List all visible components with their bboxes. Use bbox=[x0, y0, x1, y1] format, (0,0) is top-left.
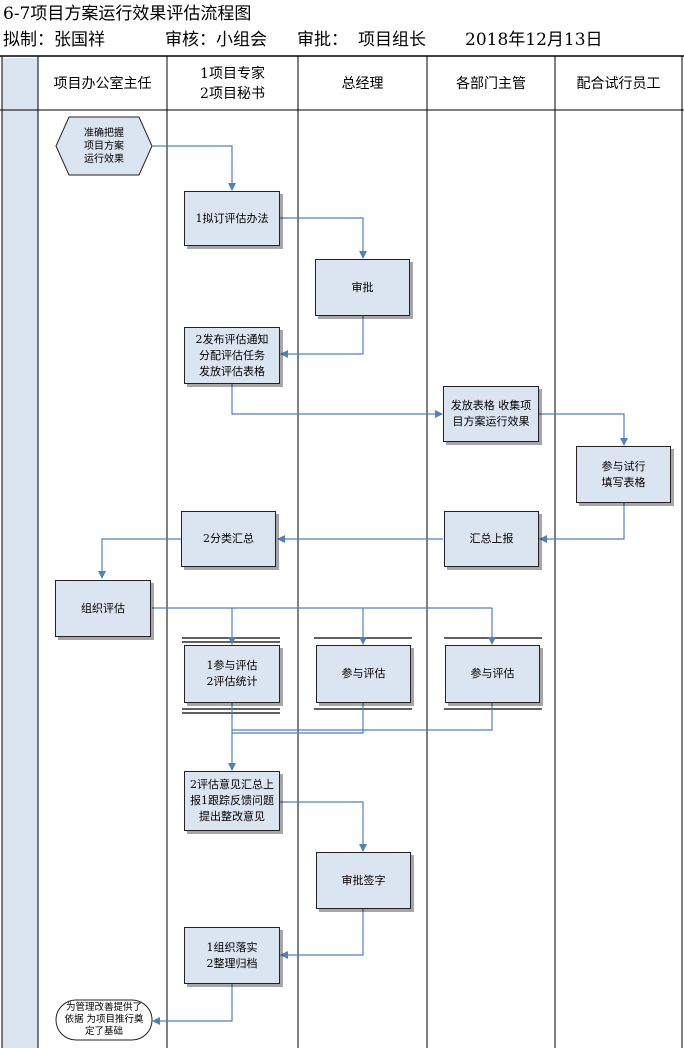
approver-value: 项目组长 bbox=[358, 30, 426, 50]
arrow-gm-eval-merge bbox=[232, 703, 364, 734]
arrow-draft-to-approve bbox=[280, 217, 367, 259]
step-opinions: 2评估意见汇总上 报1跟踪反馈问题 提出整改意见 bbox=[184, 771, 280, 831]
arrow-trial-to-summarize bbox=[539, 503, 625, 543]
approver-label: 审批： bbox=[297, 30, 348, 50]
arrow-dept-eval-merge bbox=[232, 703, 493, 731]
arrow-start-to-draft bbox=[152, 145, 236, 191]
lane-title-dept-heads: 各部门主管 bbox=[456, 76, 526, 92]
lane-title-trial-staff: 配合试行员工 bbox=[576, 76, 661, 92]
step-dept-eval: 参与评估 bbox=[445, 645, 540, 703]
drafter-label: 拟制：张国祥 bbox=[3, 30, 105, 50]
step-expert-eval: 1参与评估 2评估统计 bbox=[184, 645, 280, 703]
step-implement: 1组织落实 2整理归档 bbox=[184, 927, 280, 984]
step-publish-notice: 2发布评估通知 分配评估任务 发放评估表格 bbox=[184, 327, 280, 384]
swimlane-grid bbox=[0, 55, 684, 1048]
arrow-classify-to-organize bbox=[98, 538, 181, 579]
arrow-opinions-to-sign bbox=[280, 801, 367, 852]
end-label: 为管理改善提供了 依据 为项目推行奠 定了基础 bbox=[64, 1002, 144, 1037]
step-approve-sign: 审批签字 bbox=[316, 852, 411, 909]
step-approve: 审批 bbox=[315, 259, 410, 316]
start-label: 准确把握 项目方案 运行效果 bbox=[84, 127, 124, 165]
reviewer-label: 审核：小组会 bbox=[165, 30, 267, 50]
arrow-approve-to-publish bbox=[280, 316, 364, 358]
step-summarize-report: 汇总上报 bbox=[444, 511, 539, 567]
step-distribute-forms: 发放表格 收集项 目方案运行效果 bbox=[443, 386, 539, 442]
left-margin-band bbox=[2, 58, 38, 1048]
lane-title-experts-secretary: 1项目专家 2项目秘书 bbox=[200, 66, 265, 102]
step-organize-eval: 组织评估 bbox=[55, 580, 151, 637]
start-hexagon bbox=[55, 116, 153, 176]
step-draft-method: 1拟订评估办法 bbox=[184, 191, 280, 246]
lane-title-office-director: 项目办公室主任 bbox=[53, 76, 152, 92]
arrow-implement-to-end bbox=[152, 984, 233, 1025]
step-gm-eval: 参与评估 bbox=[316, 645, 411, 703]
step-classify-summary: 2分类汇总 bbox=[181, 511, 276, 567]
chart-title: 6-7项目方案运行效果评估流程图 bbox=[3, 4, 252, 24]
lane-title-general-manager: 总经理 bbox=[341, 76, 384, 92]
flow-arrows bbox=[98, 145, 628, 1025]
arrow-publish-to-distribute bbox=[231, 384, 443, 418]
date-label: 2018年12月13日 bbox=[465, 30, 603, 50]
step-trial-fill: 参与试行 填写表格 bbox=[576, 446, 671, 503]
arrow-sign-to-implement bbox=[280, 909, 364, 959]
arrow-distribute-to-trial bbox=[539, 413, 628, 446]
